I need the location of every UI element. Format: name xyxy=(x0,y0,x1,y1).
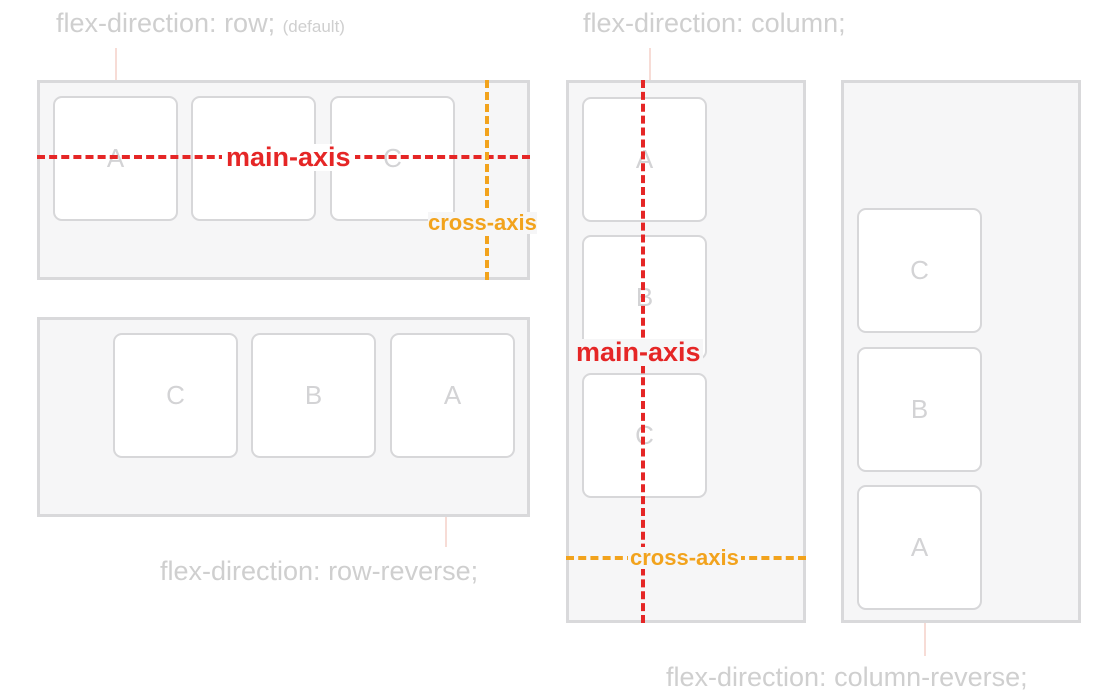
column-reverse-item-a: A xyxy=(857,485,982,610)
leader-row-reverse xyxy=(445,517,447,547)
row-reverse-item-b: B xyxy=(251,333,376,458)
row-reverse-item-c: C xyxy=(113,333,238,458)
row-reverse-item-a-label: A xyxy=(443,380,462,410)
row-cross-axis-line xyxy=(485,80,489,280)
row-reverse-item-b-label: B xyxy=(304,380,323,410)
row-reverse-item-a: A xyxy=(390,333,515,458)
column-reverse-item-a-label: A xyxy=(910,532,929,562)
leader-column-reverse xyxy=(924,623,926,656)
caption-row-text: flex-direction: row; xyxy=(56,8,276,38)
leader-column xyxy=(649,48,651,80)
column-cross-axis-label: cross-axis xyxy=(628,545,741,570)
row-main-axis-label: main-axis xyxy=(222,144,355,171)
container-row-reverse: C B A xyxy=(37,317,530,517)
leader-row xyxy=(115,48,117,80)
caption-row-reverse: flex-direction: row-reverse; xyxy=(160,556,479,586)
column-reverse-item-b: B xyxy=(857,347,982,472)
caption-column: flex-direction: column; xyxy=(583,8,846,38)
caption-row-note: (default) xyxy=(282,17,345,36)
container-column-reverse: C B A xyxy=(841,80,1081,623)
caption-column-reverse: flex-direction: column-reverse; xyxy=(666,662,1028,692)
column-reverse-item-b-label: B xyxy=(910,394,929,424)
container-row: A B C xyxy=(37,80,530,280)
column-main-axis-label: main-axis xyxy=(574,337,703,367)
caption-row: flex-direction: row; (default) xyxy=(56,10,345,37)
column-reverse-item-c-label: C xyxy=(910,255,929,285)
row-reverse-item-c-label: C xyxy=(166,380,185,410)
row-cross-axis-label: cross-axis xyxy=(428,210,537,235)
column-reverse-item-c: C xyxy=(857,208,982,333)
